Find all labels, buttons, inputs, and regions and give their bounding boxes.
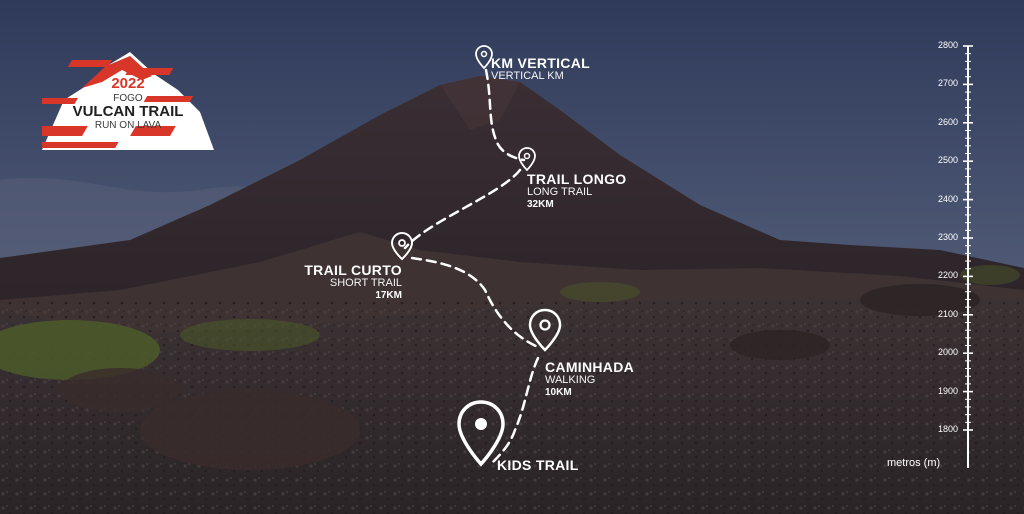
route-subtitle: WALKING (545, 373, 596, 386)
scale-tick-label: 2700 (937, 78, 958, 89)
shrub (960, 265, 1020, 285)
route-name: CAMINHADA (545, 359, 635, 375)
logo-year: 2022 (111, 75, 145, 92)
route-label-trail-curto[interactable]: TRAIL CURTO SHORT TRAIL 17KM (280, 263, 402, 302)
shrub (560, 282, 640, 302)
volcano-summit (440, 76, 520, 130)
map-pin-icon[interactable] (518, 147, 536, 172)
logo-line-1: FOGO (113, 93, 143, 104)
map-pin-icon[interactable] (457, 400, 505, 467)
scale-tick-label: 1900 (937, 385, 958, 396)
route-distance: 17KM (375, 290, 402, 302)
route-name: TRAIL CURTO (304, 262, 402, 278)
logo-mountain-icon (42, 52, 214, 150)
shrub (0, 320, 160, 380)
scale-tick-label: 2100 (937, 308, 958, 319)
logo-line-2: VULCAN TRAIL (72, 103, 184, 120)
shrub (180, 319, 320, 351)
event-logo: 2022 FOGO VULCAN TRAIL RUN ON LAVA (42, 46, 214, 152)
scale-tick-label: 2600 (937, 116, 958, 127)
scale-tick-label: 2300 (937, 232, 958, 242)
route-label-km-vertical[interactable]: KM VERTICAL VERTICAL KM (491, 56, 590, 82)
route-distance: 10KM (545, 387, 572, 399)
route-label-kids-trail[interactable]: KIDS TRAIL (497, 458, 579, 473)
map-pin-icon[interactable] (475, 45, 493, 70)
lava-rock (60, 368, 180, 412)
route-label-trail-longo[interactable]: TRAIL LONGO LONG TRAIL 32KM (527, 172, 626, 211)
trail-path (403, 68, 542, 467)
map-pin-icon[interactable] (528, 308, 562, 352)
route-distance: 32KM (527, 199, 554, 211)
lava-rock (860, 284, 980, 316)
route-subtitle: VERTICAL KM (491, 69, 564, 82)
route-label-caminhada[interactable]: CAMINHADA WALKING 10KM (545, 360, 634, 399)
scale-unit-label: metros (m) (887, 457, 941, 469)
scale-tick-label: 2800 (937, 40, 958, 50)
lava-rock (140, 390, 360, 470)
scale-tick-label: 2000 (937, 347, 958, 358)
logo-line-3: RUN ON LAVA (94, 120, 162, 131)
scale-tick-label: 2400 (937, 193, 958, 204)
lava-rock (730, 330, 830, 360)
map-pin-icon[interactable] (390, 231, 414, 261)
route-subtitle: LONG TRAIL (527, 185, 593, 198)
route-name: TRAIL LONGO (527, 171, 627, 187)
route-name: KM VERTICAL (491, 55, 590, 71)
route-subtitle: SHORT TRAIL (329, 276, 402, 289)
scale-tick-label: 1800 (937, 424, 958, 434)
scale-tick-label: 2200 (937, 270, 958, 281)
scale-ticks (963, 45, 973, 431)
scale-tick-label: 2500 (937, 155, 958, 166)
route-name: KIDS TRAIL (497, 457, 579, 473)
